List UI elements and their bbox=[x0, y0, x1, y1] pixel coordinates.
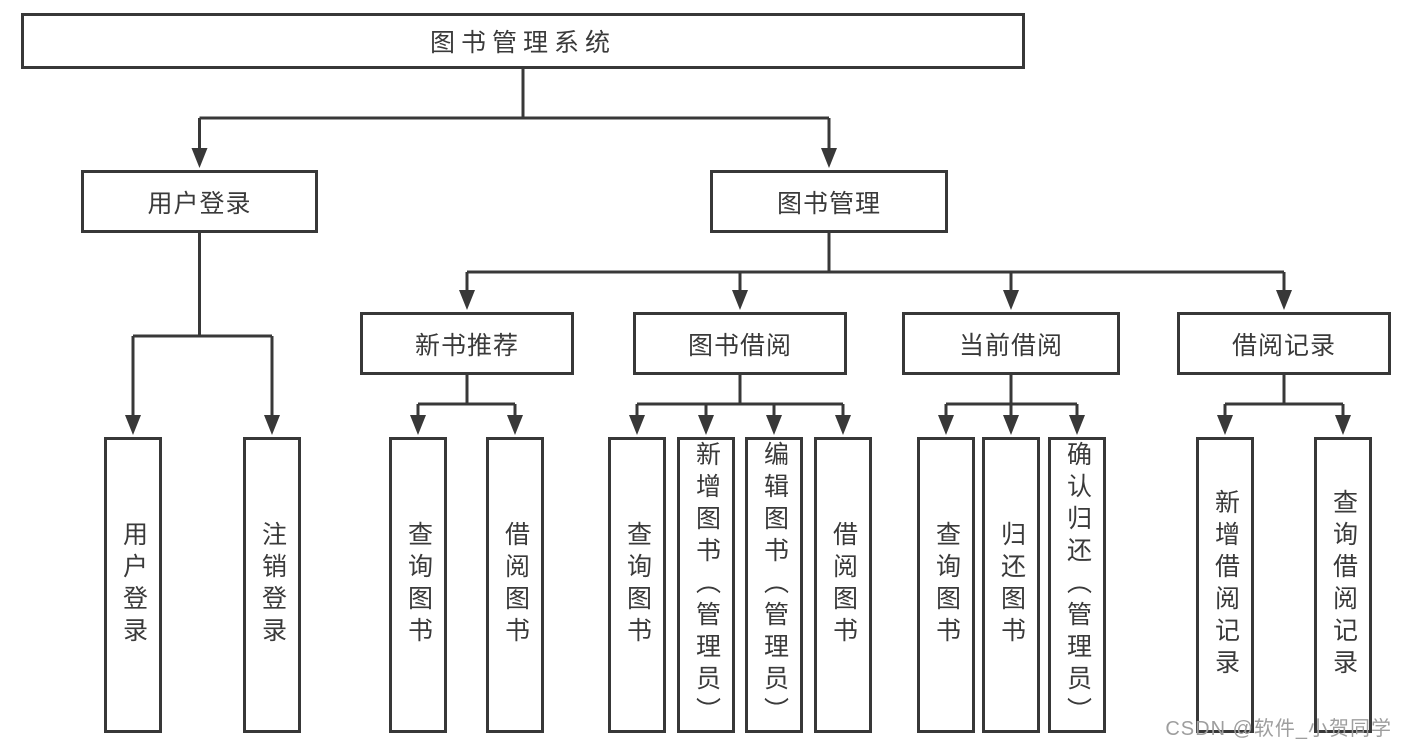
leaf-current-confirm-admin-label: 确认归还（管理员） bbox=[1063, 441, 1092, 729]
arrowhead-group bbox=[125, 148, 1351, 435]
leaf-current-query-label: 查询图书 bbox=[932, 521, 961, 649]
node-new-book-recommend: 新书推荐 bbox=[360, 312, 574, 375]
leaf-newbooks-borrow: 借阅图书 bbox=[486, 437, 544, 733]
leaf-borrow-edit-admin: 编辑图书（管理员） bbox=[745, 437, 803, 733]
node-book-borrow-label: 图书借阅 bbox=[687, 331, 792, 360]
arrowhead bbox=[698, 415, 714, 435]
node-user-login: 用户登录 bbox=[81, 170, 318, 233]
arrowhead bbox=[410, 415, 426, 435]
connector-userlogin-to-leaves bbox=[131, 233, 274, 417]
arrowhead bbox=[629, 415, 645, 435]
arrowhead bbox=[507, 415, 523, 435]
leaf-borrow-borrow-label: 借阅图书 bbox=[829, 521, 858, 649]
leaf-newbooks-borrow-label: 借阅图书 bbox=[501, 521, 530, 649]
leaf-borrow-add-admin: 新增图书（管理员） bbox=[677, 437, 735, 733]
arrowhead bbox=[264, 415, 280, 435]
node-book-management: 图书管理 bbox=[710, 170, 948, 233]
leaf-logout: 注销登录 bbox=[243, 437, 301, 733]
leaf-current-return: 归还图书 bbox=[982, 437, 1040, 733]
leaf-logout-label: 注销登录 bbox=[258, 521, 287, 649]
arrowhead bbox=[125, 415, 141, 435]
leaf-records-query: 查询借阅记录 bbox=[1314, 437, 1372, 733]
connector-bookmgmt-to-level3 bbox=[465, 233, 1286, 292]
node-root-library-system: 图书管理系统 bbox=[21, 13, 1025, 69]
leaf-newbooks-query: 查询图书 bbox=[389, 437, 447, 733]
arrowhead bbox=[1335, 415, 1351, 435]
arrowhead bbox=[835, 415, 851, 435]
connector-current-to-leaves bbox=[944, 375, 1079, 417]
leaf-records-add-label: 新增借阅记录 bbox=[1211, 489, 1240, 681]
csdn-watermark: CSDN @软件_小贺同学 bbox=[1165, 718, 1392, 740]
leaf-records-add: 新增借阅记录 bbox=[1196, 437, 1254, 733]
leaf-user-login-label: 用户登录 bbox=[119, 521, 148, 649]
arrowhead bbox=[938, 415, 954, 435]
leaf-borrow-query-label: 查询图书 bbox=[623, 521, 652, 649]
node-current-borrow-label: 当前借阅 bbox=[958, 331, 1063, 360]
leaf-borrow-add-admin-label: 新增图书（管理员） bbox=[692, 441, 721, 729]
arrowhead bbox=[1217, 415, 1233, 435]
arrowhead bbox=[1069, 415, 1085, 435]
leaf-records-query-label: 查询借阅记录 bbox=[1329, 489, 1358, 681]
node-new-book-recommend-label: 新书推荐 bbox=[414, 331, 519, 360]
connector-newbooks-to-leaves bbox=[416, 375, 517, 417]
connector-line-group bbox=[131, 69, 1345, 417]
leaf-current-confirm-admin: 确认归还（管理员） bbox=[1048, 437, 1106, 733]
node-root-label: 图书管理系统 bbox=[429, 29, 616, 57]
arrowhead bbox=[732, 290, 748, 310]
arrowhead bbox=[1003, 290, 1019, 310]
connector-borrow-to-leaves bbox=[635, 375, 845, 417]
leaf-user-login: 用户登录 bbox=[104, 437, 162, 733]
leaf-current-return-label: 归还图书 bbox=[997, 521, 1026, 649]
node-user-login-label: 用户登录 bbox=[147, 189, 252, 218]
leaf-borrow-query: 查询图书 bbox=[608, 437, 666, 733]
leaf-current-query: 查询图书 bbox=[917, 437, 975, 733]
arrowhead bbox=[191, 148, 208, 168]
node-current-borrow: 当前借阅 bbox=[902, 312, 1120, 375]
node-book-borrow: 图书借阅 bbox=[633, 312, 847, 375]
arrowhead bbox=[821, 148, 837, 168]
leaf-borrow-borrow: 借阅图书 bbox=[814, 437, 872, 733]
leaf-newbooks-query-label: 查询图书 bbox=[404, 521, 433, 649]
arrowhead bbox=[459, 290, 475, 310]
node-borrow-records-label: 借阅记录 bbox=[1231, 331, 1336, 360]
arrowhead bbox=[1003, 415, 1019, 435]
connector-records-to-leaves bbox=[1223, 375, 1345, 417]
arrowhead bbox=[766, 415, 782, 435]
node-book-management-label: 图书管理 bbox=[776, 189, 881, 218]
arrowhead bbox=[1276, 290, 1292, 310]
leaf-borrow-edit-admin-label: 编辑图书（管理员） bbox=[760, 441, 789, 729]
node-borrow-records: 借阅记录 bbox=[1177, 312, 1391, 375]
connector-root-to-level2 bbox=[198, 69, 831, 150]
